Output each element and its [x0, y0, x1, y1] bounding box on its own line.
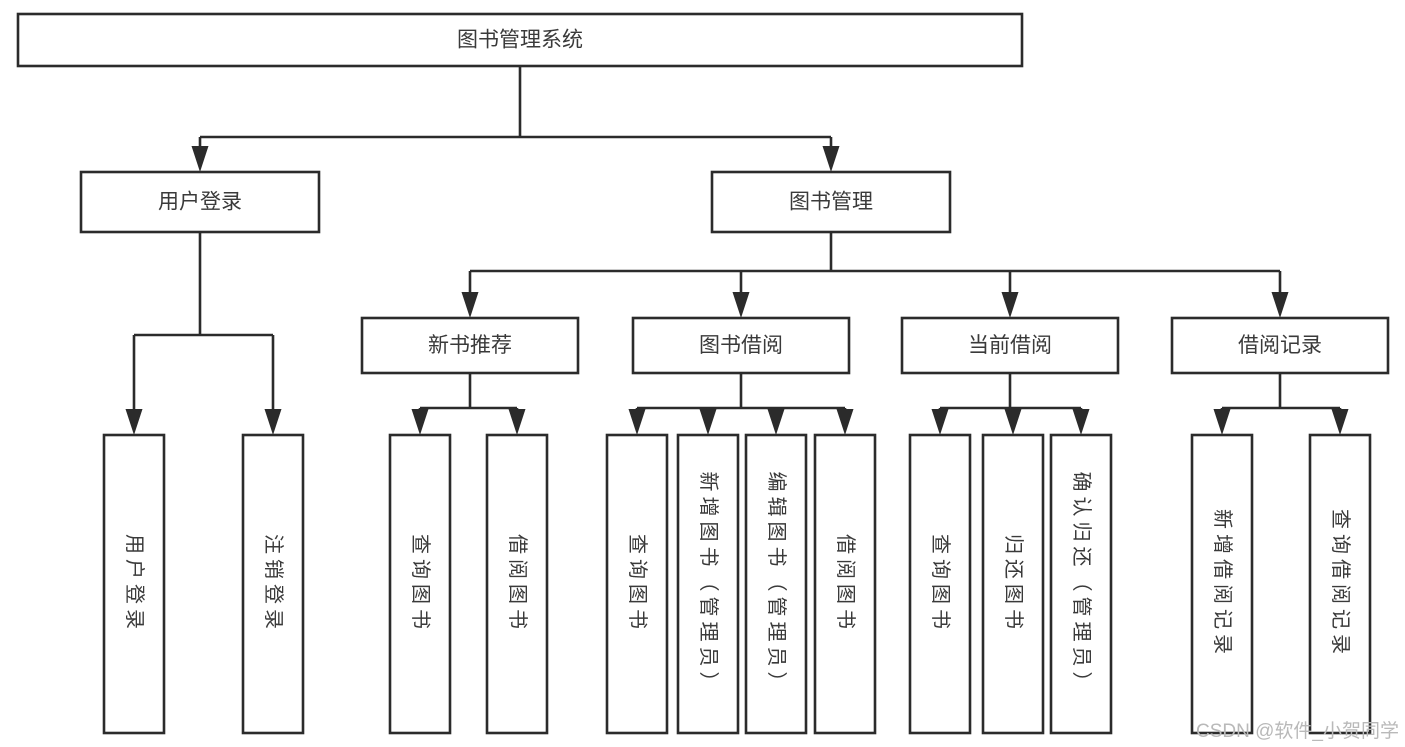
- node-box-leaf-confirm-return-admin[interactable]: [1049, 433, 1113, 735]
- node-box-root[interactable]: [16, 12, 1024, 68]
- node-box-borrow-record[interactable]: [1170, 316, 1390, 375]
- node-box-leaf-add-book-admin[interactable]: [676, 433, 740, 735]
- arrow-down-icon: [836, 409, 854, 435]
- node-box-book-management[interactable]: [710, 170, 952, 234]
- node-leaf-add-borrow-record[interactable]: 新增借阅记录: [1190, 433, 1254, 735]
- node-box-book-borrow[interactable]: [631, 316, 851, 375]
- node-leaf-return-book[interactable]: 归还图书: [981, 433, 1045, 735]
- node-leaf-borrow-book[interactable]: 借阅图书: [813, 433, 877, 735]
- node-label-leaf-query-book-recommend: 查询图书: [409, 534, 432, 634]
- arrow-down-icon: [1004, 409, 1022, 435]
- node-label-borrow-record: 借阅记录: [1238, 334, 1322, 357]
- node-user-login[interactable]: 用户登录: [79, 170, 321, 234]
- arrow-down-icon: [411, 409, 429, 435]
- node-label-user-login: 用户登录: [158, 191, 242, 214]
- node-box-new-book-recommend[interactable]: [360, 316, 580, 375]
- node-box-leaf-query-book-borrow[interactable]: [605, 433, 669, 735]
- arrow-down-icon: [822, 146, 840, 172]
- arrow-down-icon: [699, 409, 717, 435]
- node-leaf-logout-login[interactable]: 注销登录: [241, 433, 305, 735]
- node-label-leaf-query-book-borrow: 查询图书: [626, 534, 649, 634]
- arrow-down-icon: [1213, 409, 1231, 435]
- node-current-borrow[interactable]: 当前借阅: [900, 316, 1120, 375]
- node-label-leaf-confirm-return-admin: 确认归还（管理员）: [1070, 472, 1093, 697]
- arrow-down-icon: [767, 409, 785, 435]
- node-leaf-query-book-recommend[interactable]: 查询图书: [388, 433, 452, 735]
- arrow-down-icon: [628, 409, 646, 435]
- node-label-leaf-query-borrow-record: 查询借阅记录: [1329, 509, 1352, 659]
- node-borrow-record[interactable]: 借阅记录: [1170, 316, 1390, 375]
- node-label-current-borrow: 当前借阅: [968, 334, 1052, 357]
- node-box-leaf-edit-book-admin[interactable]: [744, 433, 808, 735]
- arrow-down-icon: [461, 292, 479, 318]
- node-leaf-user-login[interactable]: 用户登录: [102, 433, 166, 735]
- node-box-leaf-query-book-current[interactable]: [908, 433, 972, 735]
- node-leaf-add-book-admin[interactable]: 新增图书（管理员）: [676, 433, 740, 735]
- node-leaf-edit-book-admin[interactable]: 编辑图书（管理员）: [744, 433, 808, 735]
- node-label-leaf-query-book-current: 查询图书: [929, 534, 952, 634]
- arrow-down-icon: [1072, 409, 1090, 435]
- node-label-leaf-add-book-admin: 新增图书（管理员）: [697, 472, 720, 697]
- node-leaf-query-book-borrow[interactable]: 查询图书: [605, 433, 669, 735]
- arrow-down-icon: [1331, 409, 1349, 435]
- node-label-leaf-logout-login: 注销登录: [262, 534, 285, 634]
- node-leaf-query-book-current[interactable]: 查询图书: [908, 433, 972, 735]
- arrow-down-icon: [1271, 292, 1289, 318]
- connectors-layer: [125, 66, 1349, 435]
- node-label-leaf-add-borrow-record: 新增借阅记录: [1211, 509, 1234, 659]
- node-box-leaf-add-borrow-record[interactable]: [1190, 433, 1254, 735]
- node-box-leaf-logout-login[interactable]: [241, 433, 305, 735]
- nodes-layer: 图书管理系统用户登录图书管理新书推荐图书借阅当前借阅借阅记录用户登录注销登录查询…: [16, 12, 1390, 735]
- arrow-down-icon: [931, 409, 949, 435]
- node-label-leaf-user-login: 用户登录: [123, 534, 146, 634]
- node-label-new-book-recommend: 新书推荐: [428, 334, 512, 357]
- arrow-down-icon: [191, 146, 209, 172]
- node-leaf-borrow-book-recommend[interactable]: 借阅图书: [485, 433, 549, 735]
- node-box-leaf-return-book[interactable]: [981, 433, 1045, 735]
- arrow-down-icon: [1001, 292, 1019, 318]
- node-box-leaf-query-borrow-record[interactable]: [1308, 433, 1372, 735]
- node-label-leaf-edit-book-admin: 编辑图书（管理员）: [765, 472, 788, 697]
- node-label-book-borrow: 图书借阅: [699, 334, 783, 357]
- node-root[interactable]: 图书管理系统: [16, 12, 1024, 68]
- node-box-current-borrow[interactable]: [900, 316, 1120, 375]
- node-new-book-recommend[interactable]: 新书推荐: [360, 316, 580, 375]
- node-box-user-login[interactable]: [79, 170, 321, 234]
- node-book-management[interactable]: 图书管理: [710, 170, 952, 234]
- node-label-leaf-return-book: 归还图书: [1002, 534, 1025, 634]
- node-leaf-confirm-return-admin[interactable]: 确认归还（管理员）: [1049, 433, 1113, 735]
- node-label-book-management: 图书管理: [789, 191, 873, 214]
- node-box-leaf-user-login[interactable]: [102, 433, 166, 735]
- node-box-leaf-query-book-recommend[interactable]: [388, 433, 452, 735]
- arrow-down-icon: [264, 409, 282, 435]
- node-label-root: 图书管理系统: [457, 29, 583, 52]
- node-box-leaf-borrow-book[interactable]: [813, 433, 877, 735]
- node-box-leaf-borrow-book-recommend[interactable]: [485, 433, 549, 735]
- arrow-down-icon: [732, 292, 750, 318]
- arrow-down-icon: [508, 409, 526, 435]
- node-label-leaf-borrow-book: 借阅图书: [834, 534, 857, 634]
- node-label-leaf-borrow-book-recommend: 借阅图书: [506, 534, 529, 634]
- node-leaf-query-borrow-record[interactable]: 查询借阅记录: [1308, 433, 1372, 735]
- node-book-borrow[interactable]: 图书借阅: [631, 316, 851, 375]
- arrow-down-icon: [125, 409, 143, 435]
